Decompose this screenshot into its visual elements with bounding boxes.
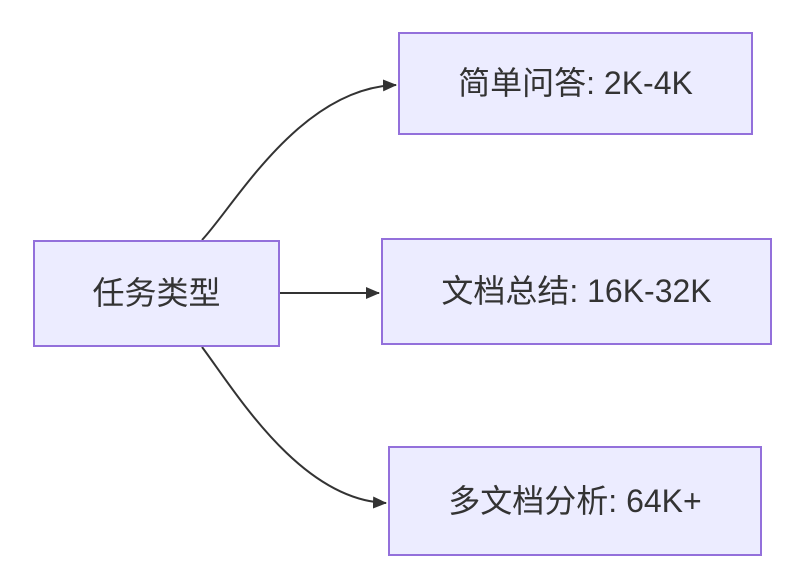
edge-task-type-to-multi-doc bbox=[201, 346, 387, 509]
node-task-type: 任务类型 bbox=[33, 240, 280, 347]
node-simple-qa-label: 简单问答: 2K-4K bbox=[458, 65, 693, 102]
node-doc-summary: 文档总结: 16K-32K bbox=[381, 238, 772, 345]
node-doc-summary-label: 文档总结: 16K-32K bbox=[441, 273, 712, 310]
node-task-type-label: 任务类型 bbox=[92, 275, 221, 312]
node-simple-qa: 简单问答: 2K-4K bbox=[398, 32, 753, 135]
node-multi-doc-label: 多文档分析: 64K+ bbox=[448, 482, 702, 519]
node-multi-doc: 多文档分析: 64K+ bbox=[388, 446, 762, 556]
edge-task-type-to-simple-qa bbox=[201, 79, 397, 241]
